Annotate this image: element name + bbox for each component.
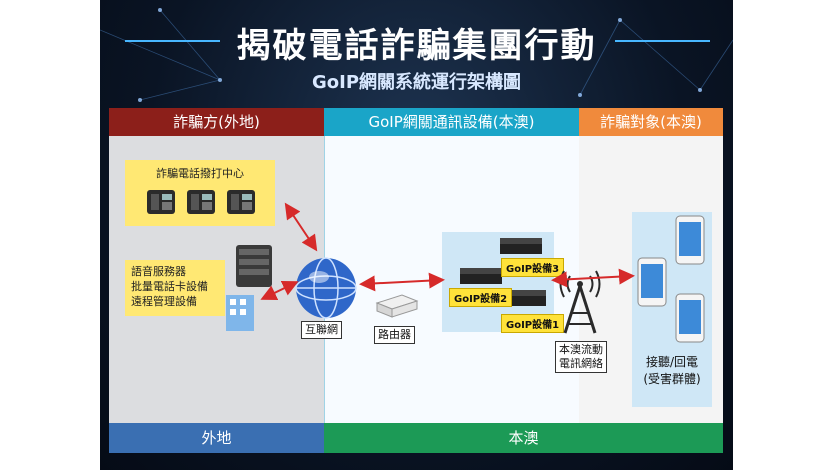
smartphones	[637, 215, 705, 343]
router-label: 路由器	[374, 326, 415, 344]
server-icon	[226, 245, 272, 331]
servers-box: 語音服務器 批量電話卡設備 遠程管理設備	[125, 260, 225, 316]
title-rule-right	[615, 40, 710, 42]
phone-icons	[147, 190, 255, 214]
victims-line-2: (受害群體)	[643, 372, 701, 386]
smartphone-icon	[675, 293, 705, 343]
footer-overseas: 外地	[109, 423, 324, 453]
page-subtitle: GoIP網關系統運行架構圖	[311, 72, 522, 93]
header-goip: GoIP網關通訊設備(本澳)	[324, 108, 579, 136]
server-line-remote: 遠程管理設備	[131, 295, 197, 308]
goip-device-3-label: GoIP設備3	[501, 258, 565, 277]
mobile-network-line-2: 電訊網絡	[559, 357, 603, 370]
mobile-network-label: 本澳流動 電訊網絡	[555, 341, 607, 373]
internet-label: 互聯網	[301, 321, 342, 339]
phone-icon	[147, 190, 175, 214]
goip-device-icon	[500, 238, 542, 254]
smartphone-icon	[675, 215, 705, 265]
router-icon	[375, 294, 419, 318]
mobile-network-line-1: 本澳流動	[559, 343, 603, 356]
goip-devices	[460, 238, 546, 306]
phone-icon	[227, 190, 255, 214]
network-background	[100, 8, 733, 102]
victims-line-1: 接聽/回電	[645, 355, 699, 369]
header-victims: 詐騙對象(本澳)	[579, 108, 723, 136]
slide: 揭破電話詐騙集團行動 GoIP網關系統運行架構圖 詐騙方(外地) GoIP網關通…	[100, 0, 733, 470]
server-line-simcard: 批量電話卡設備	[131, 280, 208, 293]
victims-label: 接聽/回電 (受害群體)	[632, 354, 712, 388]
goip-device-1-label: GoIP設備1	[501, 314, 565, 333]
call-center-box: 詐騙電話撥打中心	[125, 160, 275, 226]
footer-local: 本澳	[324, 423, 723, 453]
tower-icon	[559, 270, 601, 334]
globe-icon	[295, 257, 357, 319]
page-title: 揭破電話詐騙集團行動	[236, 26, 597, 66]
phone-icon	[187, 190, 215, 214]
goip-device-icon	[460, 268, 502, 284]
smartphone-icon	[637, 257, 667, 307]
diagram-panel: 詐騙方(外地) GoIP網關通訊設備(本澳) 詐騙對象(本澳) 外地 本澳 詐騙…	[109, 108, 723, 453]
call-center-label: 詐騙電話撥打中心	[156, 167, 244, 180]
title-rule-left	[125, 40, 220, 42]
goip-device-icon	[504, 290, 546, 306]
server-line-voice: 語音服務器	[131, 265, 186, 278]
goip-device-2-label: GoIP設備2	[449, 288, 513, 307]
header-fraud-side: 詐騙方(外地)	[109, 108, 324, 136]
